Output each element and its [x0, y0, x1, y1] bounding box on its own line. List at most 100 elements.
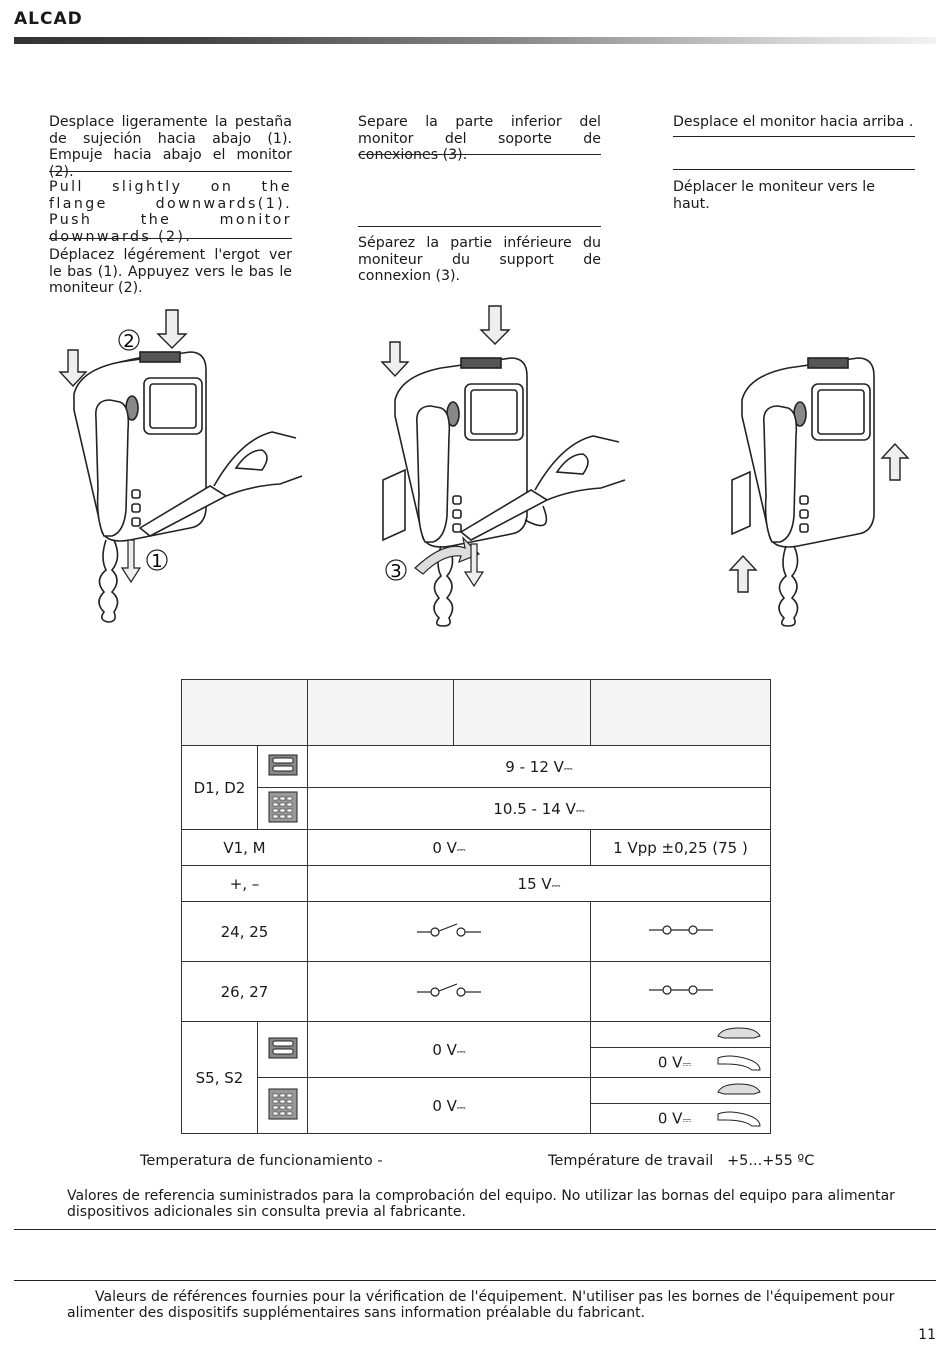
dc-symbol-icon: ⎓ — [456, 1100, 466, 1114]
header-bar — [14, 37, 936, 44]
divider — [49, 238, 292, 239]
switch-open-icon — [417, 982, 481, 997]
keypad-panel-icon — [268, 1088, 297, 1119]
table-header-row — [181, 679, 771, 746]
value-text: 0 V — [657, 1053, 683, 1071]
header-cell — [590, 679, 771, 746]
keypad-panel-icon — [268, 791, 297, 822]
step1-fr: Déplacez légérement l'ergot ver le bas (… — [49, 247, 292, 296]
page-number: 11 — [918, 1327, 936, 1343]
step1-en: Pull slightly on the flange downwards(1)… — [49, 179, 292, 245]
dc-symbol-icon: ⎓ — [551, 878, 561, 892]
divider — [14, 1229, 936, 1230]
callout-label: 2 — [123, 331, 134, 352]
monitor-release-figure-1: 2 1 — [58, 309, 303, 623]
value-text: 15 V — [517, 874, 552, 893]
divider — [358, 226, 601, 227]
divider — [14, 1280, 936, 1281]
callout-circle — [118, 329, 140, 351]
value-text: 0 V — [432, 838, 457, 857]
step2-fr: Séparez la partie inférieure du moniteur… — [358, 235, 601, 284]
temperature-es: Temperatura de funcionamiento - — [140, 1153, 383, 1169]
note-fr: Valeurs de références fournies pour la v… — [67, 1289, 895, 1321]
switch-closed-icon — [648, 924, 713, 935]
callout-circle — [146, 549, 168, 571]
table-row: 0 V⎓ — [182, 1047, 771, 1078]
value-cell: 0 V⎓ — [590, 1047, 771, 1078]
reference-values-table: D1, D2 9 - 12 V⎓ 10.5 - 14 V⎓ V1, M 0 V⎓… — [181, 679, 771, 1134]
down-arrow-icon — [58, 349, 88, 388]
divider — [49, 171, 292, 172]
value-text: 10.5 - 14 V — [493, 799, 576, 818]
two-button-panel-icon — [268, 1037, 297, 1058]
header-cell — [181, 679, 308, 746]
switch-closed-icon — [648, 984, 713, 995]
dc-symbol-icon: ⎓ — [456, 842, 466, 856]
handset-off-hook-icon — [717, 1055, 761, 1070]
down-arrow-icon — [479, 305, 511, 345]
handset-cell — [590, 1021, 771, 1048]
handset-on-hook-icon — [717, 1026, 761, 1038]
value-cell: 0 V⎓ — [307, 829, 591, 866]
table-row: S5, S2 0 V⎓ — [181, 1021, 771, 1134]
terminal-cell: D1, D2 — [181, 745, 258, 830]
table-row: +, – 15 V⎓ — [181, 865, 771, 902]
table-row: 0 V⎓ — [182, 1077, 771, 1134]
switch-cell — [590, 961, 771, 1022]
value-cell: 0 V⎓ — [307, 1021, 591, 1078]
value-text: 0 V — [432, 1096, 457, 1115]
device-cell — [257, 745, 308, 788]
value-cell: 0 V⎓ — [307, 1077, 591, 1134]
terminal-cell: S5, S2 — [181, 1021, 258, 1134]
up-arrow-icon — [728, 554, 758, 593]
value-cell: 9 - 12 V⎓ — [307, 745, 771, 788]
device-cell — [257, 1077, 308, 1134]
monitor-release-figure-2: 3 — [380, 305, 626, 627]
callout-label: 1 — [151, 551, 162, 572]
switch-cell — [590, 901, 771, 962]
dc-symbol-icon: ⎓ — [456, 1044, 466, 1058]
handset-cell — [590, 1077, 771, 1104]
device-cell — [257, 1021, 308, 1078]
step2-es: Separe la parte inferior del monitor del… — [358, 114, 601, 163]
value-text: 0 V — [657, 1109, 683, 1127]
divider — [358, 154, 601, 155]
temperature-fr: Température de travail — [548, 1153, 714, 1169]
callout-label: 3 — [390, 561, 401, 582]
curved-arrow-icon — [414, 536, 481, 575]
value-cell: 0 V⎓ — [590, 1103, 771, 1134]
note-es: Valores de referencia suministrados para… — [67, 1188, 895, 1220]
table-row: 24, 25 — [181, 901, 771, 962]
terminal-cell: V1, M — [181, 829, 308, 866]
dc-symbol-icon: ⎓ — [682, 1057, 692, 1070]
switch-cell — [307, 901, 591, 962]
table-row: 10.5 - 14 V⎓ — [182, 787, 771, 830]
header-cell — [307, 679, 454, 746]
dc-symbol-icon: ⎓ — [575, 803, 585, 817]
value-cell: 1 Vpp ±0,25 (75 ) — [590, 829, 771, 866]
temperature-range: +5...+55 ºC — [727, 1153, 815, 1169]
dc-symbol-icon: ⎓ — [682, 1113, 692, 1126]
down-arrow-icon — [380, 341, 410, 378]
handset-off-hook-icon — [717, 1111, 761, 1126]
step3-es: Desplace el monitor hacia arriba . — [673, 114, 914, 130]
device-cell — [257, 787, 308, 830]
value-text: 9 - 12 V — [505, 757, 564, 776]
down-arrow-icon — [120, 539, 142, 584]
value-cell: 15 V⎓ — [307, 865, 771, 902]
value-text: 0 V — [432, 1040, 457, 1059]
table-row: V1, M 0 V⎓ 1 Vpp ±0,25 (75 ) — [181, 829, 771, 866]
value-cell: 10.5 - 14 V⎓ — [307, 787, 771, 830]
down-arrow-icon — [156, 309, 188, 349]
terminal-cell: 26, 27 — [181, 961, 308, 1022]
terminal-cell: 24, 25 — [181, 901, 308, 962]
monitor-lift-figure-3 — [728, 357, 910, 627]
brand-logo: ALCAD — [14, 9, 83, 29]
switch-cell — [307, 961, 591, 1022]
dc-symbol-icon: ⎓ — [563, 761, 573, 775]
table-row: 0 V⎓ — [182, 1103, 771, 1134]
divider — [673, 169, 915, 170]
handset-on-hook-icon — [717, 1082, 761, 1094]
up-arrow-icon — [880, 442, 910, 481]
two-button-panel-icon — [268, 754, 297, 775]
